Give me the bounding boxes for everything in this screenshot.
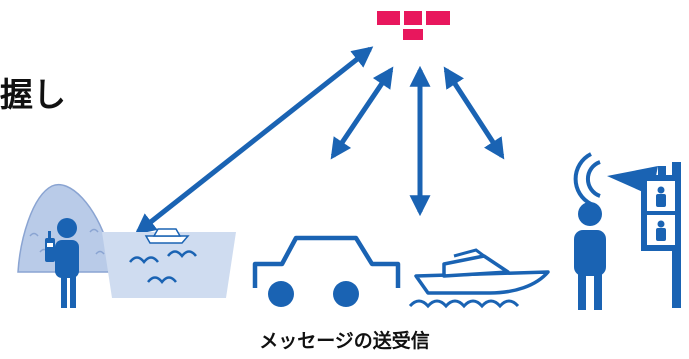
boat-on-sea-icon (102, 228, 236, 298)
car-icon (252, 235, 401, 307)
person-with-radio-icon (17, 183, 115, 308)
speedboat-icon (408, 248, 550, 309)
signal-arrows (134, 46, 505, 235)
signal-tower-icon (573, 152, 681, 308)
satellite-icon (377, 11, 450, 40)
caption: メッセージの送受信 (259, 330, 430, 352)
arrow-to-tower (443, 66, 505, 160)
left-text: 握し (0, 75, 66, 114)
person-icon (574, 202, 606, 310)
arrow-to-car (330, 66, 394, 160)
arrow-to-boat-on-sea (134, 46, 374, 235)
